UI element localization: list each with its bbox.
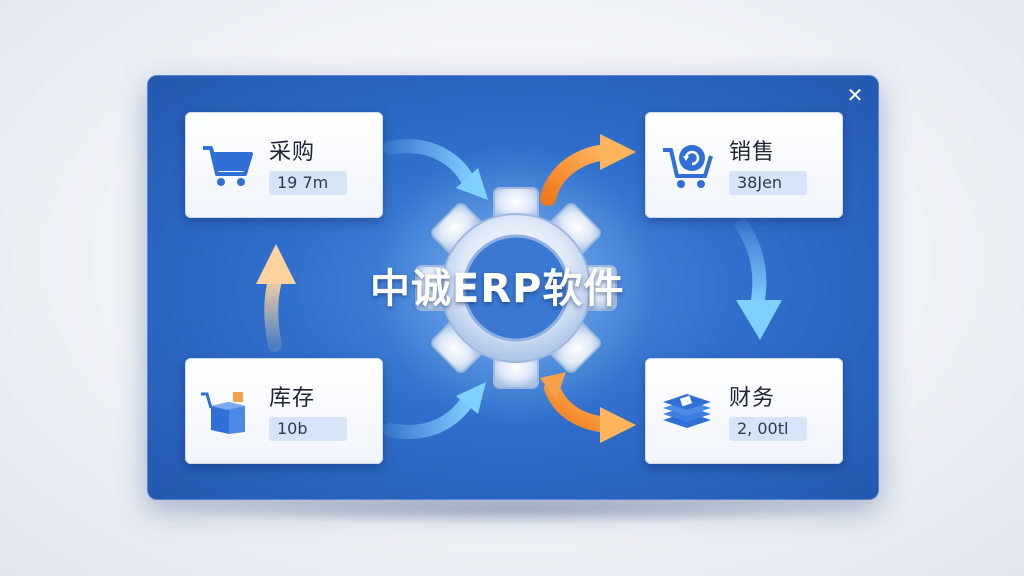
module-card-sales[interactable]: 销售 38Jen [645, 112, 843, 218]
module-value: 19 7m [269, 171, 347, 195]
module-value: 2, 00tl [729, 417, 807, 441]
module-label: 销售 [729, 140, 776, 165]
module-card-inventory[interactable]: 库存 10b [185, 358, 383, 464]
shopping-cart-icon [203, 146, 253, 186]
gear-icon [415, 187, 617, 389]
flow-arrow-purchase-to-center [383, 139, 488, 200]
flow-arrow-center-to-sales [540, 134, 636, 206]
module-value: 38Jen [729, 171, 807, 195]
center-title: 中诚ERP软件 [370, 266, 625, 312]
module-label: 库存 [269, 386, 316, 411]
flow-arrow-center-to-finance [540, 372, 636, 443]
module-label: 财务 [729, 386, 776, 411]
flow-arrow-inventory-to-purchase [256, 244, 296, 352]
module-card-finance[interactable]: 财务 2, 00tl [645, 358, 843, 464]
panel-shadow [170, 495, 860, 525]
module-value: 10b [269, 417, 347, 441]
cart-refresh-icon [663, 145, 713, 188]
flow-arrow-sales-to-finance [735, 218, 782, 340]
flow-arrow-inventory-to-center [383, 382, 486, 439]
close-icon[interactable]: ✕ [846, 83, 864, 107]
module-card-purchase[interactable]: 采购 19 7m [185, 112, 383, 218]
module-label: 采购 [269, 140, 316, 165]
boxes-cart-icon [201, 392, 245, 434]
money-stack-icon [663, 394, 711, 428]
